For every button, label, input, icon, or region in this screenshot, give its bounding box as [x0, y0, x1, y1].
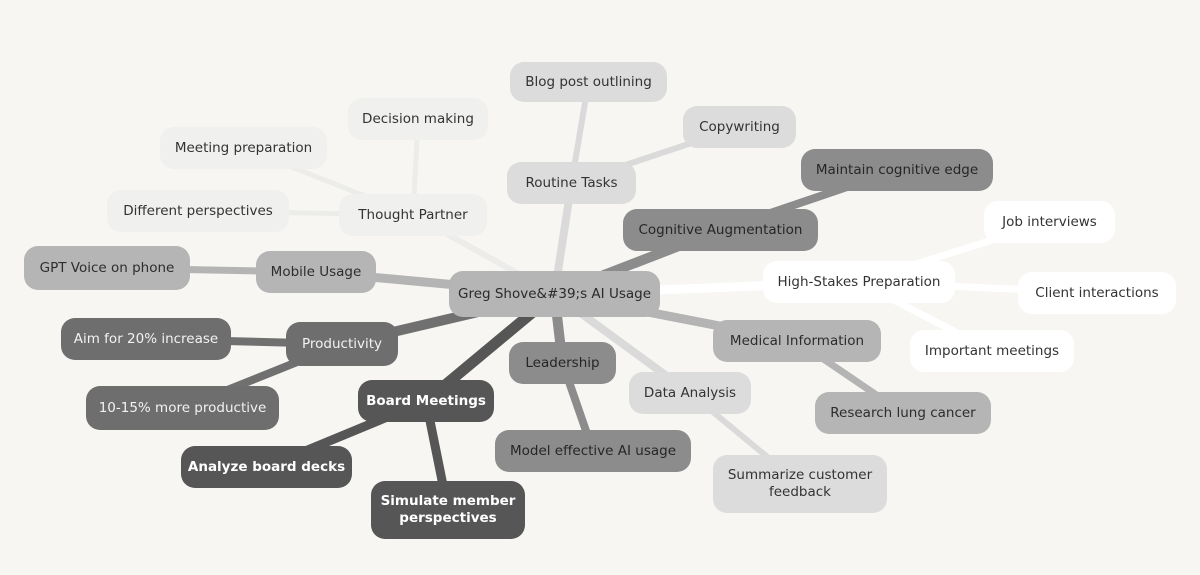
- node-root: Greg Shove&#39;s AI Usage: [449, 271, 660, 317]
- node-medical-information: Medical Information: [713, 320, 881, 362]
- node-summarize-customer-feedback: Summarize customer feedback: [713, 455, 887, 513]
- node-decision-making: Decision making: [348, 98, 488, 140]
- node-important-meetings: Important meetings: [910, 330, 1074, 372]
- node-job-interviews: Job interviews: [984, 201, 1115, 243]
- node-data-analysis: Data Analysis: [629, 372, 751, 414]
- node-high-stakes-preparation: High-Stakes Preparation: [763, 261, 955, 303]
- node-leadership: Leadership: [509, 342, 616, 384]
- node-model-effective-ai-usage: Model effective AI usage: [495, 430, 691, 472]
- node-copywriting: Copywriting: [683, 106, 796, 148]
- node-blog-post-outlining: Blog post outlining: [510, 62, 667, 102]
- node-routine-tasks: Routine Tasks: [507, 162, 636, 204]
- node-aim-for-20-increase: Aim for 20% increase: [61, 318, 231, 360]
- node-analyze-board-decks: Analyze board decks: [181, 446, 352, 488]
- node-maintain-cognitive-edge: Maintain cognitive edge: [801, 149, 993, 191]
- node-simulate-member-perspectives: Simulate member perspectives: [371, 481, 525, 539]
- node-productivity: Productivity: [286, 322, 398, 366]
- node-gpt-voice-on-phone: GPT Voice on phone: [24, 246, 190, 290]
- node-meeting-preparation: Meeting preparation: [160, 127, 327, 169]
- node-mobile-usage: Mobile Usage: [256, 251, 376, 293]
- node-thought-partner: Thought Partner: [339, 194, 487, 236]
- node-board-meetings: Board Meetings: [358, 380, 494, 422]
- node-10-15-more-productive: 10-15% more productive: [86, 386, 279, 430]
- node-cognitive-augmentation: Cognitive Augmentation: [623, 209, 818, 251]
- node-client-interactions: Client interactions: [1018, 272, 1176, 314]
- node-different-perspectives: Different perspectives: [107, 190, 289, 232]
- node-research-lung-cancer: Research lung cancer: [815, 392, 991, 434]
